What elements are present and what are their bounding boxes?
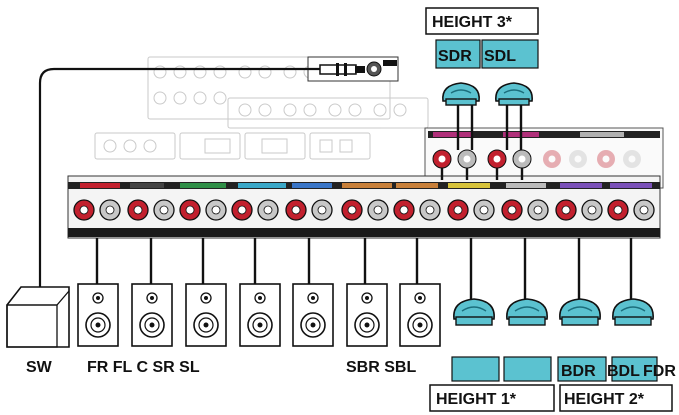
floor-speaker-icon (77, 283, 119, 347)
height3-label-box: HEIGHT 3* (425, 7, 539, 35)
floor-speakers (77, 283, 441, 347)
speaker-terminal (367, 199, 389, 221)
floor-speaker-icon (399, 283, 441, 347)
speaker-terminal (633, 199, 655, 221)
bdr-label: BDR (561, 363, 596, 380)
speaker-terminal (179, 199, 201, 221)
speaker-terminal (73, 199, 95, 221)
speaker-terminal (341, 199, 363, 221)
speaker-terminal (607, 199, 629, 221)
height1-label: HEIGHT 1* (436, 391, 517, 408)
floor-speaker-icon (131, 283, 173, 347)
bdl-label: BDL (607, 363, 640, 380)
speaker-terminal (127, 199, 149, 221)
ceiling-speaker-icon (612, 298, 654, 326)
fdr-label: FDR (643, 363, 676, 380)
ceiling-speaker-icon (559, 298, 601, 326)
floor-speaker-icon (239, 283, 281, 347)
speaker-terminal (205, 199, 227, 221)
height2-label-box: HEIGHT 2* (559, 384, 673, 412)
height1-boxes (451, 356, 552, 382)
back-group-label: SBR SBL (346, 359, 416, 376)
sdl-box: SDL (481, 39, 539, 69)
speaker-terminal (527, 199, 549, 221)
sdr-box: SDR (435, 39, 481, 69)
speaker-terminal (473, 199, 495, 221)
height2-boxes: BDR BDL FDR (557, 356, 676, 382)
sw-label: SW (26, 359, 53, 376)
speaker-terminal (501, 199, 523, 221)
height3-ceiling-speakers (442, 82, 533, 106)
speaker-terminal (153, 199, 175, 221)
speaker-terminal (581, 199, 603, 221)
height1-label-box: HEIGHT 1* (429, 384, 555, 412)
subwoofer-icon (6, 286, 70, 348)
ceiling-speaker-icon (442, 82, 480, 106)
speaker-terminal (285, 199, 307, 221)
height1-box-left (451, 356, 500, 382)
speaker-terminal (393, 199, 415, 221)
subwoofer-cable (38, 67, 320, 288)
sdl-label: SDL (484, 48, 516, 65)
speaker-terminal (311, 199, 333, 221)
speaker-terminal (257, 199, 279, 221)
speaker-terminal (419, 199, 441, 221)
floor-speaker-icon (292, 283, 334, 347)
ceiling-speaker-icon (453, 298, 495, 326)
speaker-terminal (447, 199, 469, 221)
speaker-terminal (555, 199, 577, 221)
ceiling-speaker-icon (506, 298, 548, 326)
floor-speaker-icon (346, 283, 388, 347)
floor-speaker-icon (185, 283, 227, 347)
bottom-ceiling-speakers (453, 298, 654, 326)
sdr-label: SDR (438, 48, 472, 65)
front-group-label: FR FL C SR SL (87, 359, 200, 376)
speaker-terminal (99, 199, 121, 221)
height3-label: HEIGHT 3* (432, 14, 513, 31)
speaker-terminal (231, 199, 253, 221)
speaker-terminal-panel (67, 175, 661, 239)
height1-box-right (503, 356, 552, 382)
speaker-cables (95, 104, 633, 300)
ceiling-speaker-icon (495, 82, 533, 106)
height2-label: HEIGHT 2* (564, 391, 645, 408)
